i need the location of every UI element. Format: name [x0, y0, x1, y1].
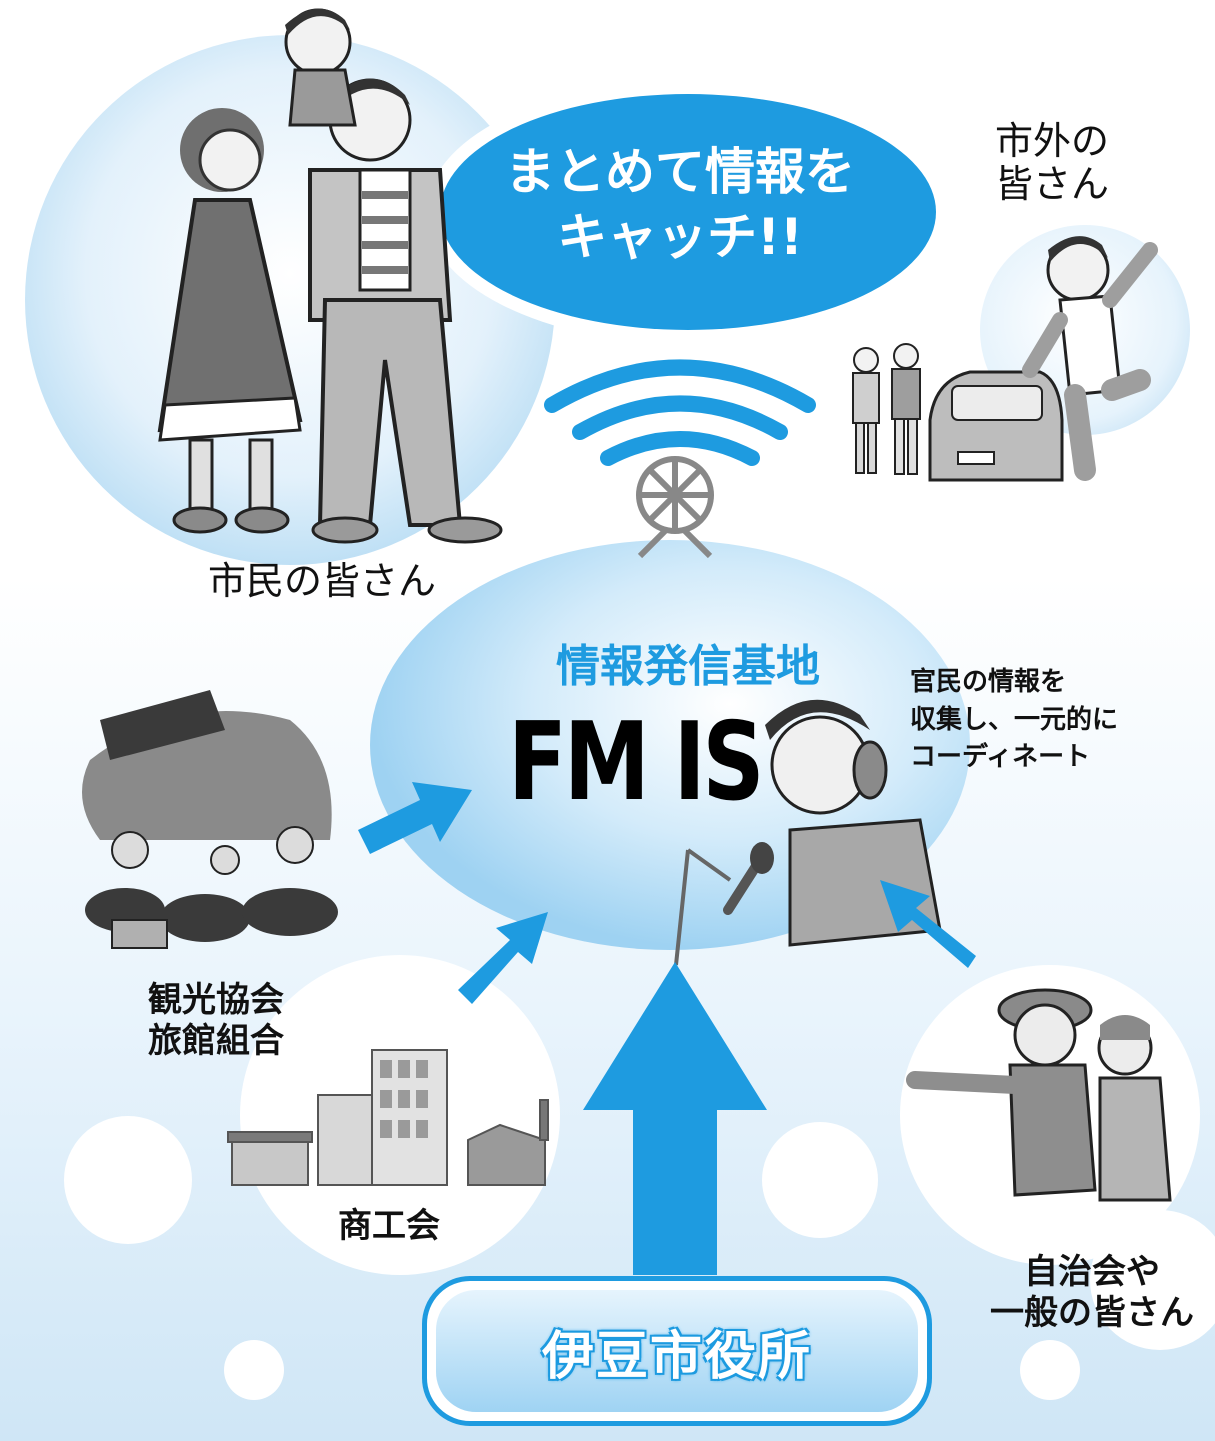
hub-title: 情報発信基地: [556, 641, 820, 692]
city-hall-label: 伊豆市役所: [541, 1326, 812, 1387]
antenna-tower-icon: [636, 456, 714, 559]
community-label: 自治会や 一般の皆さん: [982, 1252, 1202, 1334]
bubble-line-2: キャッチ!!: [557, 208, 803, 266]
outside-label-line-2: 皆さん: [995, 161, 1110, 206]
bubble-line-1: まとめて情報を: [505, 143, 855, 201]
hub-note: 官民の情報を 収集し、一元的に コーディネート: [910, 664, 1118, 777]
community-label-line-1: 自治会や: [1024, 1252, 1160, 1292]
radio-waves-icon: [544, 359, 816, 466]
outside-label-line-1: 市外の: [995, 119, 1110, 163]
tourism-label: 観光協会 旅館組合: [148, 980, 284, 1062]
hub-note-line-3: コーディネート: [910, 742, 1091, 773]
commerce-label: 商工会: [338, 1206, 440, 1246]
deco-circle: [224, 1340, 284, 1400]
tourism-label-line-1: 観光協会: [148, 980, 284, 1020]
buildings-illustration: [227, 1049, 549, 1186]
station-name: FM IS: [508, 700, 765, 825]
speech-bubble: [426, 80, 950, 344]
city-hall-panel: 伊豆市役所: [436, 1290, 918, 1412]
arrow-icon: [358, 782, 472, 854]
arrows: [358, 782, 976, 1275]
speech-bubble-text: まとめて情報を キャッチ!!: [440, 140, 920, 270]
arrow-icon: [583, 962, 767, 1275]
community-label-line-2: 一般の皆さん: [990, 1292, 1194, 1333]
citizens-label: 市民の皆さん: [208, 559, 437, 603]
arrow-icon: [880, 880, 976, 968]
deco-circle: [1020, 1340, 1080, 1400]
deco-circle: [64, 1116, 192, 1244]
tourism-label-line-2: 旅館組合: [148, 1020, 284, 1061]
deco-circle: [762, 1122, 878, 1238]
hot-spring-illustration: [82, 690, 338, 949]
outside-label: 市外の 皆さん: [995, 120, 1109, 205]
arrow-icon: [458, 912, 548, 1004]
deco-circle: [1090, 1210, 1215, 1350]
hub-note-line-2: 収集し、一元的に: [910, 704, 1119, 735]
hub-note-line-1: 官民の情報を: [910, 667, 1067, 697]
family-illustration: [157, 8, 503, 544]
elderly-couple-illustration: [906, 988, 1172, 1202]
visitors-car-illustration: [852, 236, 1158, 482]
